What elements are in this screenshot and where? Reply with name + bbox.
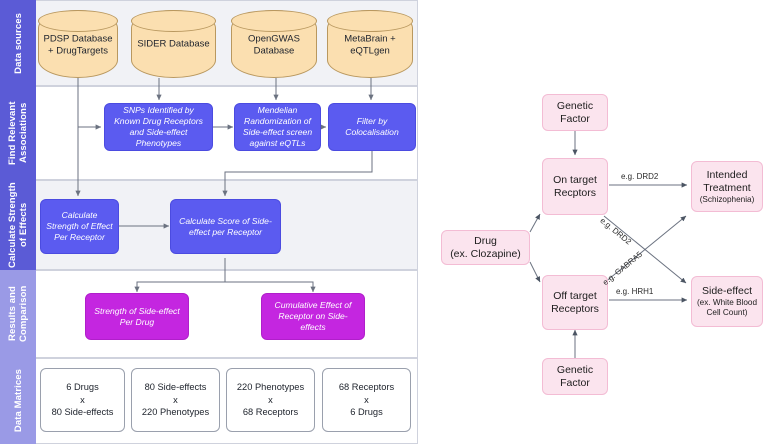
node-off-target-receptors[interactable]: Off target Receptors <box>542 275 608 330</box>
process-filter-colocalisation[interactable]: Filter by Colocalisation <box>328 103 416 151</box>
node-drug[interactable]: Drug (ex. Clozapine) <box>441 230 530 265</box>
cylinder-top-pdsp <box>38 10 118 32</box>
process-strength-per-receptor[interactable]: Calculate Strength of Effect Per Recepto… <box>40 199 119 254</box>
lane-header-find-relevant-associations: Find Relevant Associations <box>0 86 36 180</box>
intended-treatment-line2: Treatment <box>703 181 751 194</box>
intended-treatment-sub: (Schizophenia) <box>699 194 755 204</box>
cylinder-metabrain: MetaBrain + eQTLgen <box>327 10 413 78</box>
matrix-0-line3: 80 Side-effects <box>51 407 114 418</box>
genetic-factor-top-line1: Genetic <box>556 99 594 112</box>
cylinder-pdsp: PDSP Database + DrugTargets <box>38 10 118 78</box>
process-mendelian-randomization[interactable]: Mendelian Randomization of Side-effect s… <box>234 103 321 151</box>
lane-header-calculate-strength-of-effects: Calculate Strength of Effects <box>0 180 36 270</box>
node-intended-treatment[interactable]: Intended Treatment (Schizophenia) <box>691 161 763 212</box>
genetic-factor-top-line2: Factor <box>560 112 590 125</box>
cylinder-opengwas-line1: OpenGWAS <box>248 33 300 45</box>
lane-header-data-matrices: Data Matrices <box>0 358 36 444</box>
matrix-drugs-sideeffects: 6 Drugs x 80 Side-effects <box>40 368 125 432</box>
cylinder-opengwas-line2: Database <box>253 44 295 56</box>
genetic-factor-bottom-line2: Factor <box>560 376 590 389</box>
lane-header-data-sources: Data sources <box>0 0 36 86</box>
drug-line1: Drug <box>474 234 497 247</box>
cylinder-pdsp-line1: PDSP Database <box>43 33 113 45</box>
intended-treatment-line1: Intended <box>706 168 748 181</box>
matrix-3-line1: 68 Receptors <box>338 382 395 393</box>
matrix-0-line1: 6 Drugs <box>66 382 99 393</box>
lane-header-results-and-comparison: Results and Comparison <box>0 270 36 358</box>
cylinder-sider-line1: SIDER Database <box>137 38 210 50</box>
node-on-target-receptors[interactable]: On target Recptors <box>542 158 608 215</box>
on-target-line2: Recptors <box>553 186 596 199</box>
result-cumulative-effect-receptor[interactable]: Cumulative Effect of Receptor on Side-ef… <box>261 293 365 340</box>
matrix-1-line2: x <box>173 394 178 405</box>
drug-receptor-concept-diagram: Genetic Factor On target Recptors Drug (… <box>418 0 768 446</box>
concept-connectors <box>529 130 688 385</box>
matrix-1-line3: 220 Phenotypes <box>141 407 210 418</box>
side-effect-line1: Side-effect <box>701 285 752 297</box>
matrix-2-line2: x <box>268 394 273 405</box>
process-score-side-effect[interactable]: Calculate Score of Side-effect per Recep… <box>170 199 281 254</box>
cylinder-label-metabrain: MetaBrain + eQTLgen <box>331 33 409 56</box>
side-effect-sub1: (ex. White Blood <box>696 298 758 307</box>
side-effect-sub2: Cell Count) <box>706 308 748 317</box>
cylinder-top-opengwas <box>231 10 317 32</box>
matrix-sideeffects-phenotypes: 80 Side-effects x 220 Phenotypes <box>131 368 220 432</box>
edge-label-off-target-to-side-effect: e.g. HRH1 <box>616 287 654 296</box>
drug-line2: (ex. Clozapine) <box>450 247 521 260</box>
cylinder-label-opengwas: OpenGWAS Database <box>235 33 313 56</box>
off-target-line2: Receptors <box>551 302 599 315</box>
off-target-line1: Off target <box>553 289 597 302</box>
node-genetic-factor-bottom[interactable]: Genetic Factor <box>542 358 608 395</box>
matrix-1-line1: 80 Side-effects <box>144 382 207 393</box>
cylinder-label-pdsp: PDSP Database + DrugTargets <box>42 33 114 56</box>
edge-label-on-target-to-intended: e.g. DRD2 <box>621 172 659 181</box>
result-strength-side-effect-per-drug[interactable]: Strength of Side-effect Per Drug <box>85 293 189 340</box>
matrix-2-line1: 220 Phenotypes <box>236 382 305 393</box>
cylinder-sider: SIDER Database <box>131 10 216 78</box>
pipeline-connectors <box>75 78 374 293</box>
process-snps-identified[interactable]: SNPs Identified by Known Drug Receptors … <box>104 103 213 151</box>
matrix-0-line2: x <box>80 394 85 405</box>
matrix-2-line3: 68 Receptors <box>242 407 299 418</box>
pipeline-swimlane-diagram: Data sources Find Relevant Associations … <box>0 0 418 444</box>
cylinder-metabrain-line2: eQTLgen <box>350 44 390 56</box>
cylinder-metabrain-line1: MetaBrain + <box>344 33 396 45</box>
matrix-3-line3: 6 Drugs <box>350 407 383 418</box>
cylinder-top-metabrain <box>327 10 413 32</box>
on-target-line1: On target <box>553 173 597 186</box>
cylinder-pdsp-line2: + DrugTargets <box>48 44 108 56</box>
node-genetic-factor-top[interactable]: Genetic Factor <box>542 94 608 131</box>
matrix-receptors-drugs: 68 Receptors x 6 Drugs <box>322 368 411 432</box>
matrix-phenotypes-receptors: 220 Phenotypes x 68 Receptors <box>226 368 315 432</box>
cylinder-label-sider: SIDER Database <box>135 39 212 51</box>
cylinder-opengwas: OpenGWAS Database <box>231 10 317 78</box>
genetic-factor-bottom-line1: Genetic <box>556 363 594 376</box>
matrix-3-line2: x <box>364 394 369 405</box>
node-side-effect[interactable]: Side-effect (ex. White Blood Cell Count) <box>691 276 763 327</box>
cylinder-top-sider <box>131 10 216 32</box>
